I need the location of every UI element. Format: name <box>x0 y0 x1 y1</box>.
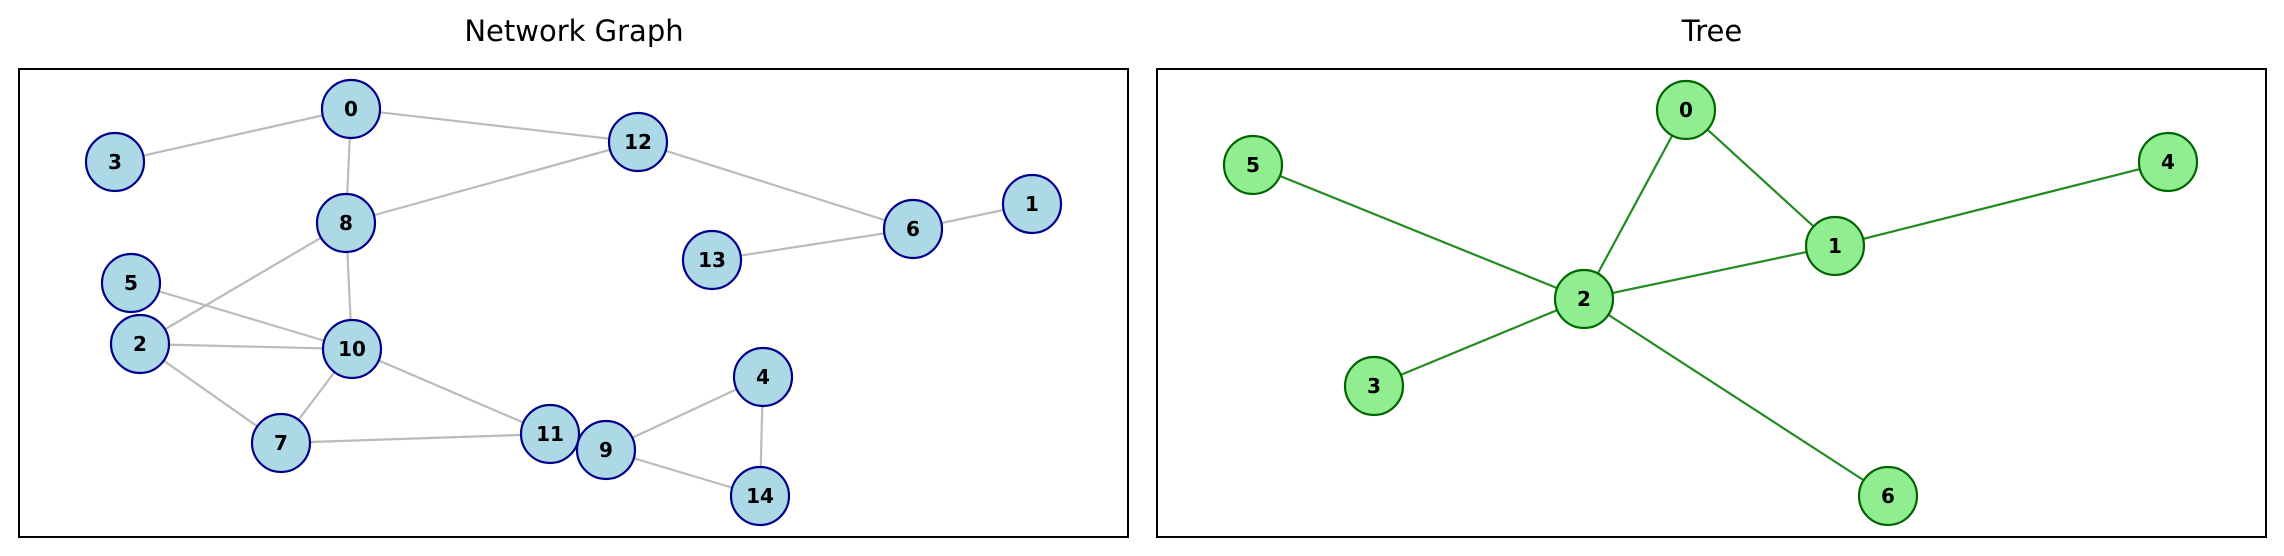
tree-node-2: 2 <box>1553 268 1615 330</box>
tree-node-circle <box>1553 268 1615 330</box>
network-nodes: 0 3 12 8 1 6 13 5 2 10 4 7 11 9 14 <box>84 78 1063 527</box>
network-node-label: 12 <box>624 130 652 154</box>
network-node-circle <box>732 346 794 408</box>
tree-edges <box>1252 109 2169 497</box>
network-node-label: 9 <box>599 438 613 462</box>
network-node-7: 7 <box>250 412 312 474</box>
network-node-11: 11 <box>519 403 581 465</box>
network-edge-0-3 <box>114 107 352 164</box>
tree-node-label: 1 <box>1828 234 1842 258</box>
network-node-3: 3 <box>84 131 146 193</box>
network-node-6: 6 <box>882 198 944 260</box>
network-node-circle <box>100 252 162 314</box>
tree-node-label: 5 <box>1246 153 1260 177</box>
network-edge-8-12 <box>345 140 639 225</box>
network-node-circle <box>681 229 743 291</box>
network-node-14: 14 <box>729 465 791 527</box>
tree-node-circle <box>1804 215 1866 277</box>
network-edge-13-6 <box>711 227 914 262</box>
network-edge-10-11 <box>351 347 551 436</box>
network-edge-0-12 <box>350 107 639 144</box>
network-node-circle <box>109 313 171 375</box>
network-node-13: 13 <box>681 229 743 291</box>
network-edge-7-11 <box>280 432 551 445</box>
network-node-10: 10 <box>321 318 383 380</box>
network-node-circle <box>1001 173 1063 235</box>
network-graph-panel: Network Graph 0 3 12 8 1 6 13 5 2 10 4 7 11 9 14 <box>18 14 1129 538</box>
network-node-label: 5 <box>124 271 138 295</box>
tree-node-label: 3 <box>1367 374 1381 398</box>
tree-node-label: 4 <box>2161 150 2175 174</box>
tree-edge-0-1 <box>1685 109 1836 247</box>
network-node-9: 9 <box>575 419 637 481</box>
network-node-label: 14 <box>746 484 774 508</box>
network-node-label: 4 <box>756 365 770 389</box>
network-node-label: 10 <box>338 337 366 361</box>
network-node-circle <box>321 318 383 380</box>
tree-node-circle <box>1655 79 1717 141</box>
network-node-1: 1 <box>1001 173 1063 235</box>
network-node-circle <box>575 419 637 481</box>
network-node-label: 13 <box>698 248 726 272</box>
tree-title: Tree <box>1681 14 1742 48</box>
network-node-label: 0 <box>344 97 358 121</box>
tree-edge-3-2 <box>1373 297 1585 388</box>
network-node-circle <box>729 465 791 527</box>
tree-edge-5-2 <box>1252 163 1585 301</box>
network-node-label: 3 <box>108 150 122 174</box>
tree-nodes: 0 5 4 1 2 3 6 <box>1222 79 2199 527</box>
network-node-label: 7 <box>274 431 288 455</box>
tree-edge-2-6 <box>1583 298 1889 497</box>
network-node-label: 2 <box>133 332 147 356</box>
network-node-label: 8 <box>339 211 353 235</box>
tree-node-circle <box>1343 355 1405 417</box>
tree-node-6: 6 <box>1857 465 1919 527</box>
network-node-0: 0 <box>320 78 382 140</box>
network-graph-frame <box>18 68 1129 538</box>
network-node-label: 11 <box>536 422 564 446</box>
tree-node-label: 6 <box>1881 484 1895 508</box>
tree-node-3: 3 <box>1343 355 1405 417</box>
network-node-circle <box>607 111 669 173</box>
network-graph-title: Network Graph <box>464 14 683 48</box>
tree-node-circle <box>2137 131 2199 193</box>
tree-panel: Tree 0 5 4 1 2 3 6 <box>1156 14 2267 538</box>
network-node-label: 1 <box>1025 192 1039 216</box>
network-node-5: 5 <box>100 252 162 314</box>
tree-node-5: 5 <box>1222 134 1284 196</box>
network-edge-12-6 <box>637 140 914 231</box>
network-node-12: 12 <box>607 111 669 173</box>
network-node-label: 6 <box>906 217 920 241</box>
tree-edge-0-2 <box>1583 109 1687 300</box>
network-node-circle <box>519 403 581 465</box>
network-node-circle <box>250 412 312 474</box>
network-node-4: 4 <box>732 346 794 408</box>
network-node-circle <box>315 192 377 254</box>
network-edge-2-10 <box>139 342 353 351</box>
tree-node-0: 0 <box>1655 79 1717 141</box>
tree-edge-1-2 <box>1583 244 1836 301</box>
network-node-circle <box>320 78 382 140</box>
tree-node-circle <box>1222 134 1284 196</box>
network-edge-5-10 <box>130 281 353 351</box>
network-node-8: 8 <box>315 192 377 254</box>
tree-node-1: 1 <box>1804 215 1866 277</box>
network-node-circle <box>882 198 944 260</box>
tree-node-label: 2 <box>1577 287 1591 311</box>
network-node-2: 2 <box>109 313 171 375</box>
tree-node-4: 4 <box>2137 131 2199 193</box>
network-node-circle <box>84 131 146 193</box>
tree-frame <box>1156 68 2267 538</box>
network-edge-8-2 <box>139 222 347 345</box>
tree-node-circle <box>1857 465 1919 527</box>
tree-node-label: 0 <box>1679 98 1693 122</box>
tree-edge-1-4 <box>1834 160 2169 248</box>
